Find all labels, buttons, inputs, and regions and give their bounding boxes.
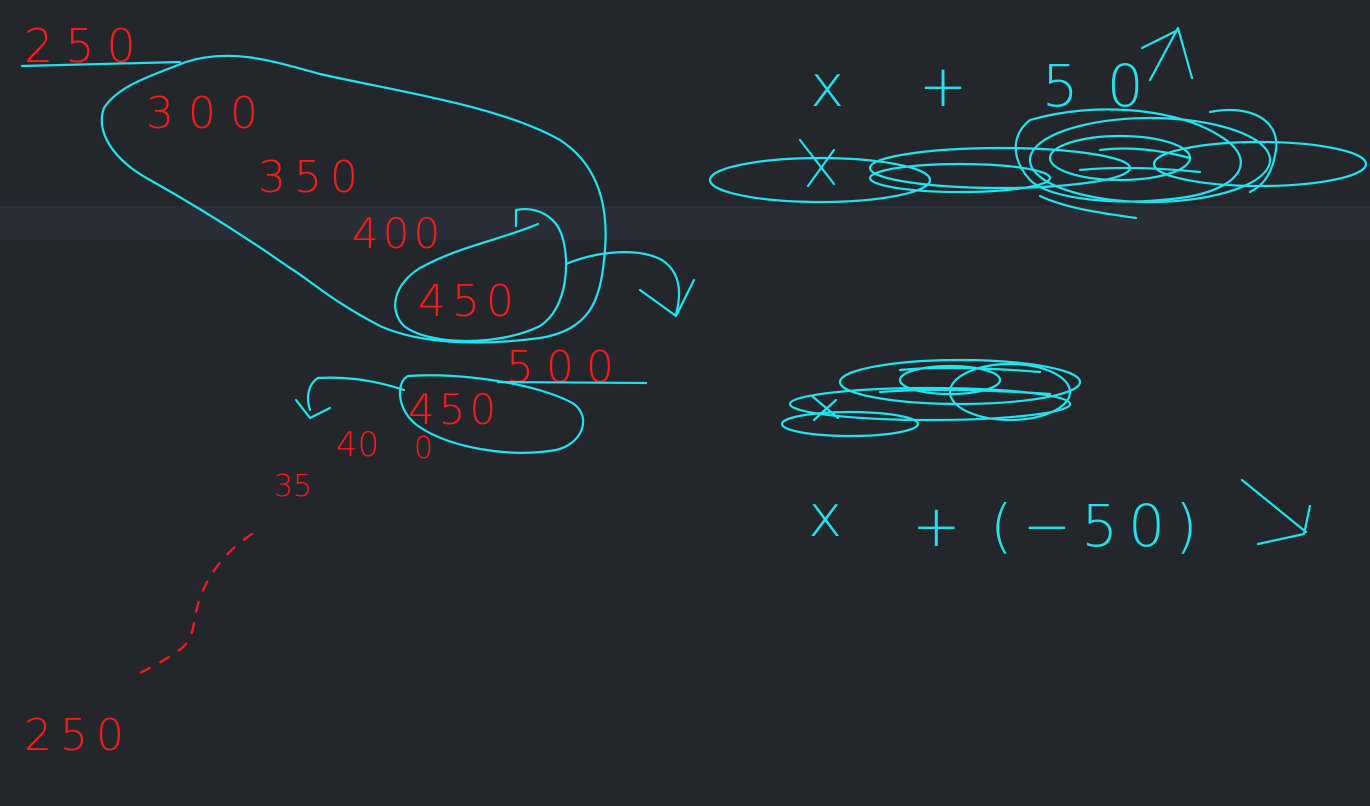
equation-bottom-plus: + [912,492,961,560]
number-300: 300 [146,88,272,139]
equation-bottom-paren: (−50) [990,492,1208,560]
underline-500 [496,380,648,385]
number-350: 350 [258,152,366,203]
number-450: 450 [418,276,520,327]
number-250-bottom: 250 [24,710,132,761]
underline-250 [20,60,182,68]
dashed-trail [132,532,254,678]
curved-arrow-head [638,278,696,318]
canvas-highlight-band [0,206,1370,240]
back-arrow-head [294,398,332,420]
up-arrow-icon [1148,26,1194,82]
number-450-lower: 450 [408,385,500,434]
number-0-lower: 0 [414,431,433,466]
loop-450-lower [398,374,585,454]
up-arrow-tail [1140,28,1180,50]
loop-inner-450 [394,208,568,343]
scribble-out-middle [780,358,1082,438]
scribble-out-top [708,108,1368,220]
down-arrow-icon [1240,478,1312,546]
curved-arrow-stroke [564,251,681,316]
loop-outer [100,54,607,344]
back-arrow-stroke [307,376,406,412]
number-40-lower: 40 [336,425,379,465]
number-35-lower: 35 [274,469,312,504]
number-400: 400 [352,209,444,258]
equation-bottom-x: x [808,482,842,550]
number-500: 500 [506,342,626,393]
equation-top: x + 50 [810,52,1172,120]
